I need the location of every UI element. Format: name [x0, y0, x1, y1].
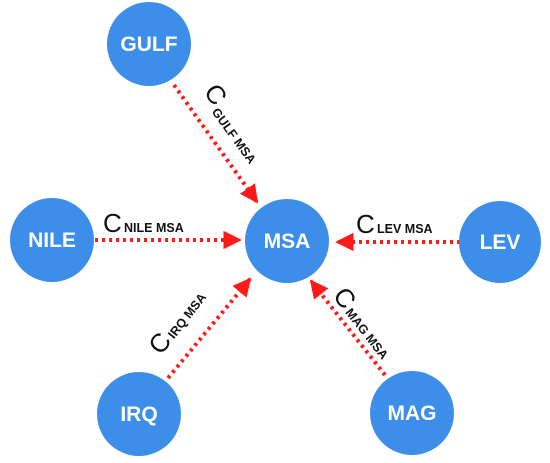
edge-label-nile-subscript: NILE MSA — [124, 221, 184, 235]
nodes: GULF NILE MSA LEV IRQ MAG — [10, 2, 541, 456]
node-mag-circle — [370, 371, 454, 455]
node-mag: MAG — [370, 371, 454, 455]
node-irq-label: IRQ — [120, 403, 157, 426]
edge-label-nile-letter: C — [103, 208, 122, 238]
edge-label-irq: C IRQ MSA — [142, 291, 209, 360]
node-msa-label: MSA — [264, 230, 311, 253]
edge-label-gulf-letter: C — [198, 78, 233, 111]
node-lev-circle — [459, 201, 541, 283]
node-irq: IRQ — [97, 372, 181, 456]
edge-irq-to-msa — [166, 277, 252, 380]
node-nile-label: NILE — [28, 229, 76, 252]
edge-mag-to-msa — [309, 279, 387, 377]
node-gulf: GULF — [107, 2, 191, 86]
edge-label-gulf: C GULF MSA — [198, 78, 259, 167]
node-lev-label: LEV — [480, 231, 521, 254]
edge-label-mag: C MAG MSA — [327, 281, 391, 362]
edge-label-gulf-subscript: GULF MSA — [209, 105, 259, 166]
node-gulf-label: GULF — [120, 33, 177, 56]
node-irq-circle — [97, 372, 181, 456]
node-nile: NILE — [10, 198, 94, 282]
node-nile-circle — [10, 198, 94, 282]
node-gulf-circle — [107, 2, 191, 86]
node-lev: LEV — [459, 201, 541, 283]
node-msa: MSA — [245, 199, 329, 283]
edge-gulf-to-msa — [172, 83, 259, 204]
edge-label-lev-letter: C — [356, 209, 375, 239]
edge-label-nile: C NILE MSA — [103, 208, 184, 238]
node-mag-label: MAG — [388, 402, 437, 425]
edge-label-lev-subscript: LEV MSA — [377, 222, 433, 236]
edges — [95, 83, 460, 380]
node-msa-circle — [245, 199, 329, 283]
edge-label-lev: C LEV MSA — [356, 209, 433, 239]
